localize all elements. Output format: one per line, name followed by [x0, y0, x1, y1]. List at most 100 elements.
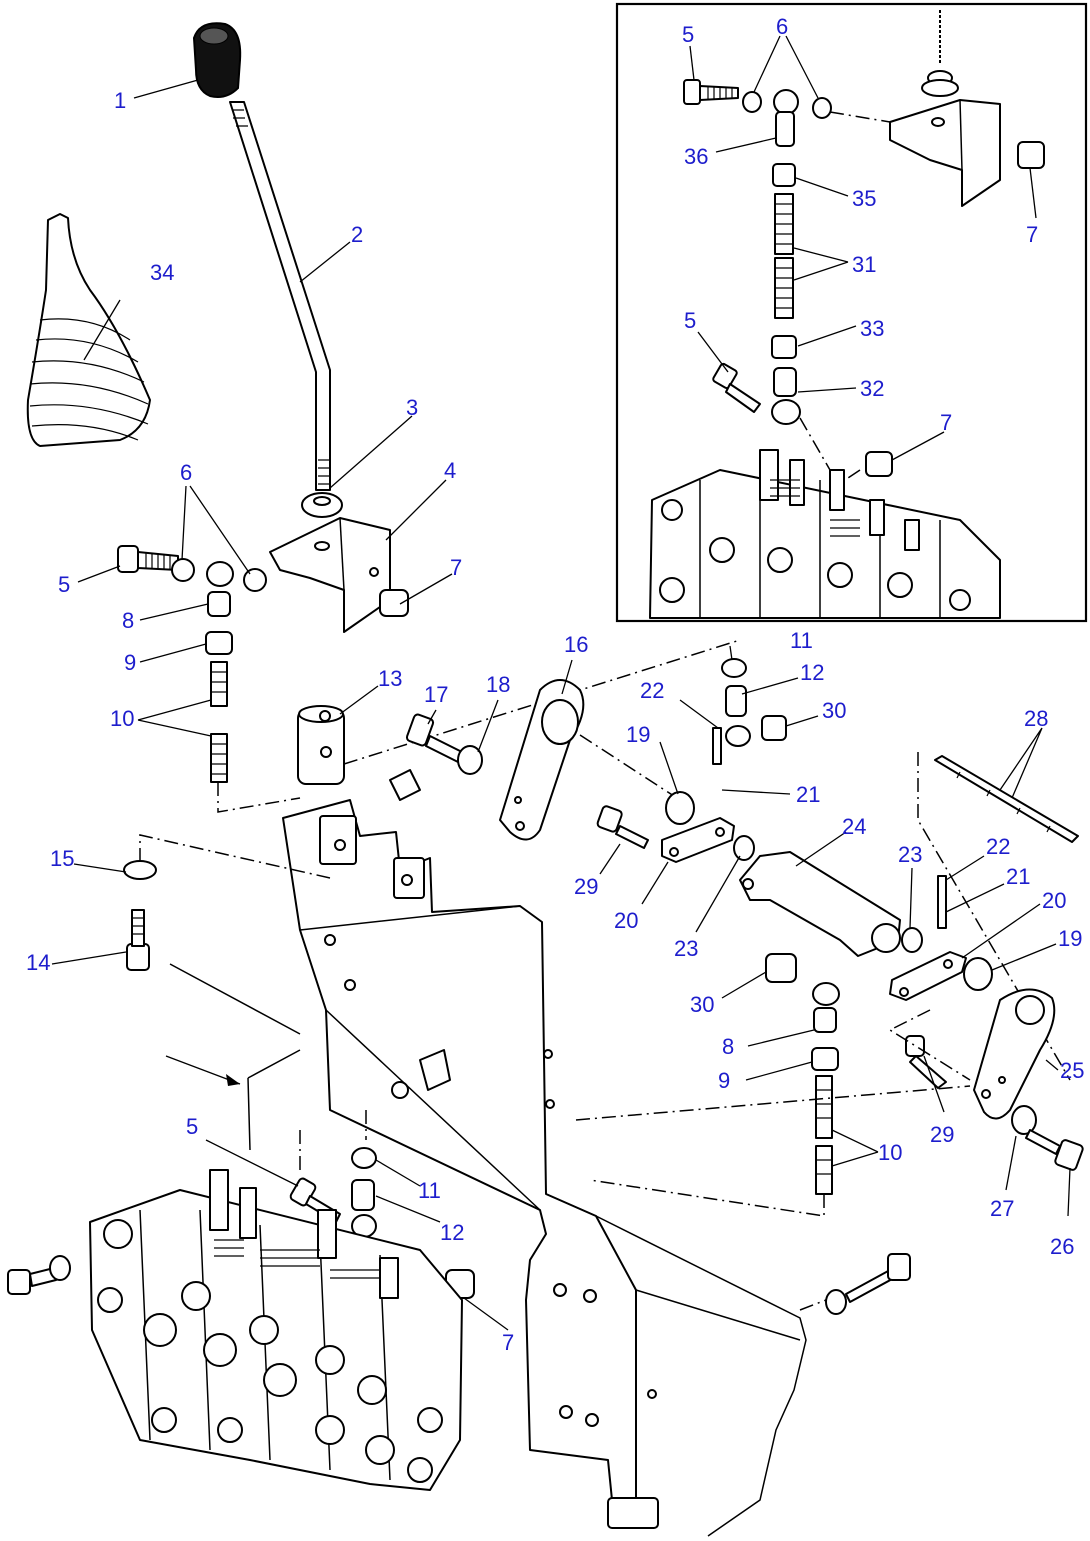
callout-12-upper: 12 [800, 660, 824, 685]
direction-arrow [165, 1049, 301, 1151]
lower-nut-9 [811, 1047, 839, 1071]
callout-9-lower: 9 [718, 1068, 730, 1093]
linkage-bolt-upper [117, 545, 179, 573]
right-ball-joint [725, 685, 751, 747]
callout-12-lower: 12 [440, 1220, 464, 1245]
inset-border [615, 2, 1088, 623]
link-washer-right [963, 957, 993, 991]
callout-22-right: 22 [986, 834, 1010, 859]
bracket-nut [379, 589, 409, 617]
inset-lever-rod [921, 10, 959, 97]
callout-23-left: 23 [674, 936, 698, 961]
callout-8-upper: 8 [122, 608, 134, 633]
callout-19-right: 19 [1058, 926, 1082, 951]
inset-bracket [889, 99, 1001, 207]
inset-spacer-left [742, 91, 762, 113]
callout-17: 17 [424, 682, 448, 707]
lower-ball-joint [812, 982, 840, 1033]
lower-nut-30 [765, 953, 797, 983]
callout-13: 13 [378, 666, 402, 691]
inset-nut-33 [771, 335, 797, 359]
inset-callout-6: 6 [776, 14, 788, 39]
inset-callout-33: 33 [860, 316, 884, 341]
lower-rod-b [815, 1145, 833, 1195]
lower-rod-a [815, 1075, 833, 1139]
inset-spacer-right [812, 97, 832, 119]
link-pin [712, 727, 722, 765]
callout-30-upper: 30 [822, 698, 846, 723]
inset-callout-5-lower: 5 [684, 308, 696, 333]
callout-19-left: 19 [626, 722, 650, 747]
lower-nut-11 [351, 1147, 377, 1169]
link-bolt-left [596, 805, 649, 849]
upper-rod-a [210, 661, 228, 707]
inset-callout-32: 32 [860, 376, 884, 401]
callout-6: 6 [180, 460, 192, 485]
callout-5-upper: 5 [58, 572, 70, 597]
connecting-rod [934, 755, 1079, 843]
link-washer-23a [733, 835, 755, 861]
inset-callout-7-lower: 7 [940, 410, 952, 435]
main-control-valve [89, 1169, 463, 1491]
callout-20-left: 20 [614, 908, 638, 933]
right-nut-11 [721, 658, 747, 678]
lever-plate-washer [1011, 1105, 1037, 1135]
callout-30-lower: 30 [690, 992, 714, 1017]
callout-15: 15 [50, 846, 74, 871]
callout-14: 14 [26, 950, 50, 975]
cross-shaft [739, 851, 901, 957]
link-washer-left [665, 791, 695, 825]
callout-21-right: 21 [1006, 864, 1030, 889]
lower-joint-12 [351, 1179, 377, 1238]
leader-lines [51, 35, 1071, 1331]
callout-4: 4 [444, 458, 456, 483]
inset-nut-7b [865, 451, 893, 477]
spacer-left [171, 558, 195, 582]
callout-25: 25 [1060, 1058, 1084, 1083]
callout-29-left: 29 [574, 874, 598, 899]
callout-11-upper: 11 [790, 628, 813, 653]
callout-24: 24 [842, 814, 866, 839]
callout-21-upper: 21 [796, 782, 820, 807]
inset-callout-7-right: 7 [1026, 222, 1038, 247]
callout-labels: 1 2 3 4 5 6 7 8 9 10 13 14 15 16 17 18 1… [26, 14, 1084, 1355]
lever-arm-washer [457, 745, 483, 775]
frame-washer [123, 860, 157, 880]
callout-29-right: 29 [930, 1122, 954, 1147]
callout-7-bracket: 7 [450, 555, 462, 580]
callout-3: 3 [406, 395, 418, 420]
inset-callout-35: 35 [852, 186, 876, 211]
inset-callout-31: 31 [852, 252, 876, 277]
upper-rod-b [210, 733, 228, 783]
inset-ball-joint [773, 89, 799, 147]
callout-28: 28 [1024, 706, 1048, 731]
upper-ball-joint [206, 561, 234, 617]
rubber-boot [26, 213, 151, 447]
callout-5-lower: 5 [186, 1114, 198, 1139]
callout-22-upper: 22 [640, 678, 664, 703]
callout-26: 26 [1050, 1234, 1074, 1259]
lever-arm-bolt [405, 713, 463, 763]
support-frame [282, 799, 807, 1537]
inset-control-valve [649, 449, 1001, 619]
link-washer-23b [901, 927, 923, 953]
inset-bolt-lower [712, 362, 761, 413]
callout-1: 1 [114, 88, 126, 113]
lever-bracket [269, 517, 391, 633]
upper-nut [205, 631, 233, 655]
right-nut-30 [761, 715, 787, 741]
inset-callout-5-top: 5 [682, 22, 694, 47]
spacer-right [243, 568, 267, 592]
link-bolt-right [905, 1035, 947, 1089]
callout-8-lower: 8 [722, 1034, 734, 1059]
callout-9-upper: 9 [124, 650, 136, 675]
inset-nut-35 [772, 163, 796, 187]
callout-11-lower: 11 [418, 1178, 441, 1203]
callout-20-right: 20 [1042, 888, 1066, 913]
link-pin-right [937, 875, 947, 929]
inset-bolt-top [683, 79, 739, 105]
lever-plate-bolt [1025, 1129, 1084, 1171]
callout-18: 18 [486, 672, 510, 697]
inset-nut-7a [1017, 141, 1045, 169]
